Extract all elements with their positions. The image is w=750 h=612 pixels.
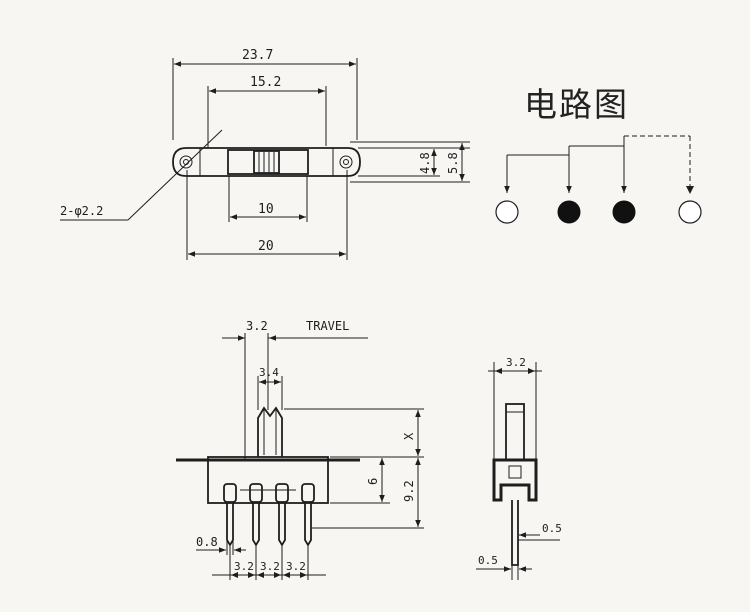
dim-actuator-height: X [402,432,416,440]
side-view-pin [511,500,519,566]
terminal-pin-3 [278,503,286,547]
actuator-slot [227,149,309,175]
dim-overall-length: 23.7 [242,48,273,63]
front-view-housing [207,456,329,504]
dim-body-height-front: 6 [366,478,380,485]
dim-pin-width: 0.8 [196,535,218,549]
side-view: 3.2 0.5 0.5 [476,356,562,580]
mount-hole-right [339,155,353,169]
terminal-pin-1 [226,503,234,547]
dim-mount-spacing: 20 [258,239,274,254]
dim-travel-label: TRAVEL [306,319,349,333]
dim-pin-offset: 0.5 [542,522,562,535]
terminal-pin-4 [304,503,312,547]
dim-slot-length: 15.2 [250,75,281,90]
dim-total-height: 5.8 [446,152,460,174]
dim-hole-callout: 2-φ2.2 [60,204,103,218]
circuit-diagram-title: 电路图 [524,85,629,124]
terminal-2-closed [557,200,581,224]
top-view: 23.7 15.2 4.8 5.8 10 20 [60,48,470,260]
front-view: 3.2 TRAVEL 3.4 X 6 9.2 0.8 [176,319,424,580]
dim-overall-height: 9.2 [402,480,416,502]
dim-body-height: 4.8 [418,152,432,174]
dim-pitch-2: 3.2 [260,560,280,573]
terminal-3-closed [612,200,636,224]
dim-pitch-3: 3.2 [286,560,306,573]
top-view-body-outline [172,147,361,177]
dim-knob-travel: 10 [258,202,274,217]
dim-travel: 3.2 [246,319,268,333]
terminal-pin-2 [252,503,260,547]
front-view-actuator [257,406,283,457]
dim-pitch-1: 3.2 [234,560,254,573]
terminal-1-open [495,200,519,224]
circuit-diagram [495,135,702,224]
mount-hole-left [179,155,193,169]
terminal-4-open [678,200,702,224]
side-view-housing [492,458,538,502]
slider-knob [253,150,280,174]
dim-pin-thickness: 0.5 [478,554,498,567]
dim-actuator-width: 3.4 [259,366,279,379]
dim-side-width: 3.2 [506,356,526,369]
